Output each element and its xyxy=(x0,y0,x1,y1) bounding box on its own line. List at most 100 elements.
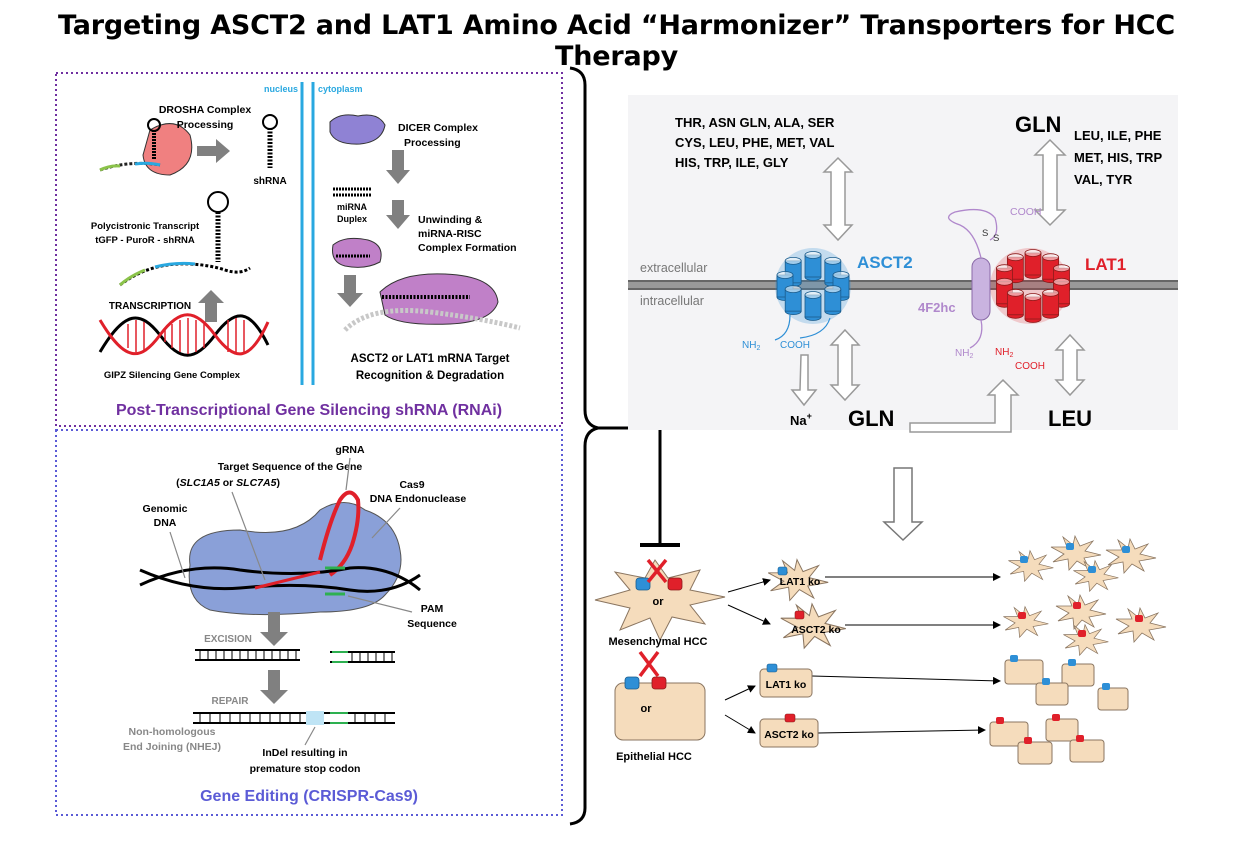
drosha-complex-shape xyxy=(142,123,193,176)
unwinding-label-2: miRNA-RISC xyxy=(418,228,482,240)
lat1-helix xyxy=(1006,288,1024,319)
epithelial-cell xyxy=(614,682,706,741)
dna-helix xyxy=(98,313,270,357)
indel-label-1: InDel resulting in xyxy=(262,747,347,759)
nucleus-label: nucleus xyxy=(264,84,298,94)
asct2-helix xyxy=(804,291,822,321)
gln-bottom-label: GLN xyxy=(848,406,894,431)
genomic-dna xyxy=(139,566,421,596)
gln-top-label: GLN xyxy=(1015,112,1061,137)
epithelial-asct2-ko: ASCT2 ko xyxy=(764,729,814,741)
outcome-panel: or Mesenchymal HCC or Epithelial HCC LAT… xyxy=(594,535,1167,765)
unwinding-label-1: Unwinding & xyxy=(418,214,483,226)
na-arrow xyxy=(790,354,818,407)
4f2hc-subunit xyxy=(971,257,991,321)
aa-right-3: VAL, TYR xyxy=(1074,172,1133,187)
lat1-upper-arrow xyxy=(1033,138,1067,227)
na-label: Na+ xyxy=(790,411,812,428)
mesenchymal-x-mark xyxy=(646,558,668,584)
cas9-shape xyxy=(188,502,402,616)
lat1-helix xyxy=(1042,288,1060,319)
crispr-caption: Gene Editing (CRISPR-Cas9) xyxy=(200,788,418,805)
dicer-complex-shape xyxy=(329,114,386,145)
ss-label-2: S xyxy=(993,233,999,244)
pam-label-2: Sequence xyxy=(407,618,457,630)
result-cluster-epithelial-asct2 xyxy=(989,714,1105,765)
asct2-helix xyxy=(784,285,802,316)
asct2-label: ASCT2 xyxy=(857,253,913,272)
4f2hc-label: 4F2hc xyxy=(918,300,956,315)
pam-label-1: PAM xyxy=(421,603,444,615)
mesenchymal-lat1-ko: LAT1 ko xyxy=(780,576,821,588)
outcome-arrow xyxy=(882,467,924,542)
crispr-panel: Target Sequence of the Gene (SLC1A5 or S… xyxy=(55,429,563,816)
ss-label-1: S xyxy=(982,228,988,239)
duplex-label-1: miRNA xyxy=(337,202,368,212)
nhej-label-2: End Joining (NHEJ) xyxy=(123,741,221,753)
duplex-label-2: Duplex xyxy=(337,214,367,224)
aa-right-2: MET, HIS, TRP xyxy=(1074,150,1162,165)
epithelial-or: or xyxy=(641,703,653,715)
result-cluster-epithelial-lat1 xyxy=(1004,655,1129,711)
asct2-upper-arrow xyxy=(822,156,854,242)
lat1-lower-arrow xyxy=(1054,333,1086,397)
aa-left-1: THR, ASN GLN, ALA, SER xyxy=(675,115,835,130)
mesenchymal-asct2-ko: ASCT2 ko xyxy=(791,624,841,636)
rnai-caption: Post-Transcriptional Gene Silencing shRN… xyxy=(116,402,502,419)
figure-title: Targeting ASCT2 and LAT1 Amino Acid “Har… xyxy=(57,10,1176,72)
grna-label: gRNA xyxy=(335,444,365,456)
risc-complex-shape xyxy=(379,273,499,325)
lat1-cooh-top: COOH xyxy=(1010,206,1042,218)
cas9-label-2: DNA Endonuclease xyxy=(370,493,467,505)
target-label-1: ASCT2 or LAT1 mRNA Target xyxy=(351,353,510,365)
genomic-label-1: Genomic xyxy=(143,503,188,515)
gln-exchange-arrow xyxy=(909,378,1020,433)
cas9-label-1: Cas9 xyxy=(399,479,424,491)
aa-right-1: LEU, ILE, PHE xyxy=(1074,128,1162,143)
indel-label-2: premature stop codon xyxy=(250,763,361,775)
lat1-transporter xyxy=(990,248,1070,324)
mesenchymal-label: Mesenchymal HCC xyxy=(608,636,707,648)
target-seq-label: Target Sequence of the Gene xyxy=(218,461,363,473)
shrna-label: shRNA xyxy=(253,176,286,187)
epithelial-lat1-ko: LAT1 ko xyxy=(766,679,807,691)
transcription-label: TRANSCRIPTION xyxy=(109,301,191,312)
dicer-label-1: DICER Complex xyxy=(398,122,478,134)
extracellular-label: extracellular xyxy=(640,261,707,275)
lat1-nh2: NH2 xyxy=(995,347,1013,359)
nhej-label-1: Non-homologous xyxy=(129,726,216,738)
lat1-cooh-bottom: COOH xyxy=(1015,361,1045,372)
rnai-panel: nucleus cytoplasm DROSHA Complex Process… xyxy=(55,72,563,427)
lat1-ko-cell xyxy=(759,668,813,698)
mesenchymal-or: or xyxy=(653,596,665,608)
cytoplasm-label: cytoplasm xyxy=(318,84,363,94)
leu-bottom-label: LEU xyxy=(1048,406,1092,431)
epithelial-x-mark xyxy=(638,650,660,678)
drosha-label-2: Processing xyxy=(177,119,234,131)
unwinding-label-3: Complex Formation xyxy=(418,242,517,254)
asct2-helix xyxy=(824,285,842,316)
drosha-arrow xyxy=(197,139,230,163)
asct2-nh2: NH2 xyxy=(742,340,760,352)
aa-left-3: HIS, TRP, ILE, GLY xyxy=(675,155,789,170)
aa-left-2: CYS, LEU, PHE, MET, VAL xyxy=(675,135,834,150)
mesenchymal-cell xyxy=(594,559,726,642)
asct2-cooh: COOH xyxy=(780,340,810,351)
repair-label: REPAIR xyxy=(211,696,249,707)
polycistronic-label-1: Polycistronic Transcript xyxy=(91,221,200,232)
lat1-helix xyxy=(1024,249,1042,279)
excision-label: EXCISION xyxy=(204,634,252,645)
lat1-label: LAT1 xyxy=(1085,255,1126,274)
f2hc-nh2: NH2 xyxy=(955,348,973,360)
result-cluster-mesenchymal-lat1 xyxy=(1008,535,1157,592)
target-label-2: Recognition & Degradation xyxy=(356,370,504,382)
intracellular-label: intracellular xyxy=(640,294,704,308)
result-cluster-mesenchymal-asct2 xyxy=(1003,594,1167,656)
transporter-panel: extracellular intracellular THR, ASN GLN… xyxy=(628,95,1178,433)
asct2-helix xyxy=(804,251,822,281)
drosha-label-1: DROSHA Complex xyxy=(159,104,252,116)
target-genes-label: (SLC1A5 or SLC7A5) xyxy=(176,477,280,489)
polycistronic-label-2: tGFP - PuroR - shRNA xyxy=(95,235,195,246)
epithelial-label: Epithelial HCC xyxy=(616,751,692,763)
